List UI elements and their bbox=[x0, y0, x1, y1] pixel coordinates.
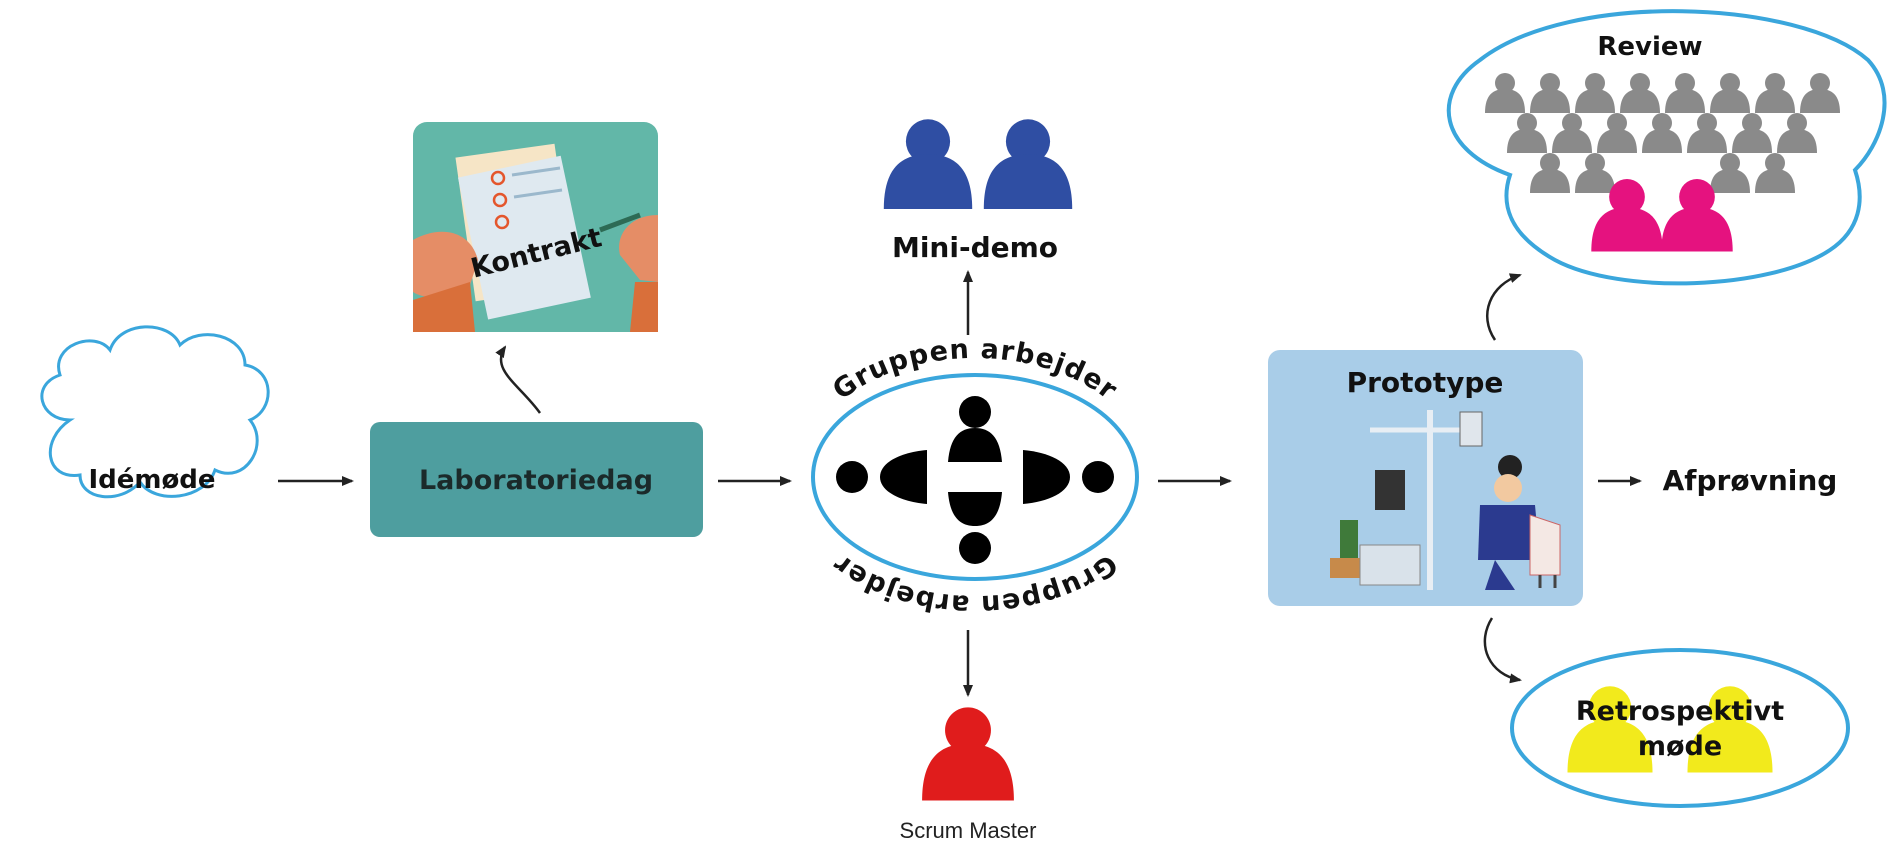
idemode-label: Idémøde bbox=[88, 465, 215, 495]
afprovning-label: Afprøvning bbox=[1663, 464, 1838, 497]
laboratoriedag-box: Laboratoriedag bbox=[370, 422, 703, 537]
prototype-image: Prototype bbox=[1268, 350, 1583, 606]
scrum-master-node: Scrum Master bbox=[900, 707, 1037, 843]
gruppen-arbejder-node: Gruppen arbejder Gruppen arbejder bbox=[811, 334, 1139, 620]
arrow-prototype-to-review bbox=[1485, 273, 1522, 341]
team-icon bbox=[836, 396, 1114, 564]
review-label: Review bbox=[1597, 32, 1702, 62]
mini-demo-label: Mini-demo bbox=[892, 231, 1058, 264]
person-icon bbox=[922, 707, 1014, 801]
prototype-label: Prototype bbox=[1347, 366, 1504, 399]
scrum-master-label: Scrum Master bbox=[900, 818, 1037, 843]
arrow-lab-to-kontrakt bbox=[495, 345, 542, 414]
review-node: Review bbox=[1446, 9, 1887, 286]
retro-label-line2: møde bbox=[1638, 731, 1722, 762]
contraption-illustration bbox=[1330, 410, 1561, 590]
kontrakt-image: Kontrakt bbox=[413, 122, 658, 332]
idemode-cloud: Idémøde bbox=[40, 325, 270, 499]
retro-label-line1: Retrospektivt bbox=[1576, 696, 1784, 727]
arrow-prototype-to-retro bbox=[1483, 617, 1522, 684]
laboratoriedag-label: Laboratoriedag bbox=[419, 465, 653, 496]
checkmark-icon bbox=[490, 170, 510, 230]
mini-demo-node: Mini-demo bbox=[883, 119, 1073, 264]
retrospektivt-mode-node: Retrospektivt møde bbox=[1510, 648, 1850, 808]
person-icon bbox=[883, 119, 1073, 209]
